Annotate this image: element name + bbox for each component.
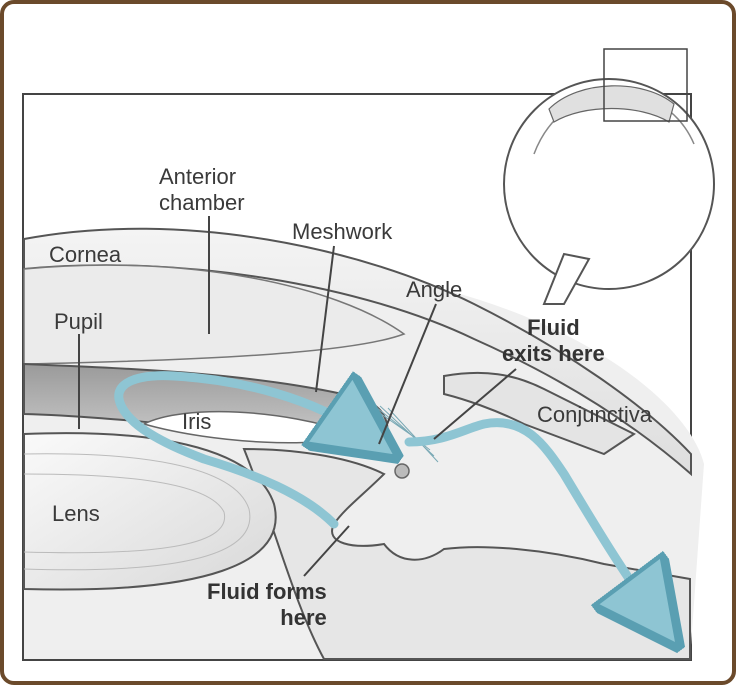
conjunctiva-shape (443, 371, 636, 456)
zoom-region-box (603, 48, 688, 122)
anterior-chamber (23, 264, 406, 365)
meshwork-leader (315, 245, 335, 393)
conjunctiva-label: Conjunctiva (537, 402, 652, 427)
fluid-exits-label: Fluid exits here (502, 315, 605, 366)
anterior-chamber-label: Anterior chamber (159, 164, 245, 215)
lens-shape (23, 432, 277, 591)
cornea-shape (23, 227, 692, 477)
ciliary-body (242, 447, 691, 660)
fluid-forms-leader (303, 525, 350, 577)
whole-eye-inset (503, 48, 715, 305)
fluid-forms-label: Fluid forms here (207, 579, 327, 630)
angle-leader (378, 303, 437, 445)
lens-rings (23, 453, 251, 571)
cornea-label: Cornea (49, 242, 122, 267)
lens-label: Lens (52, 501, 100, 526)
schlemm-canal (394, 463, 410, 479)
angle-label: Angle (406, 277, 463, 302)
eye-cross-section-illustration (22, 48, 715, 661)
fluid-flow-exiting (404, 418, 654, 614)
fluid-exits-leader (433, 368, 517, 440)
pupil-label: Pupil (54, 309, 103, 334)
iris-label: Iris (182, 409, 212, 434)
meshwork-label: Meshwork (292, 219, 393, 244)
fluid-flow-forming (114, 371, 364, 529)
